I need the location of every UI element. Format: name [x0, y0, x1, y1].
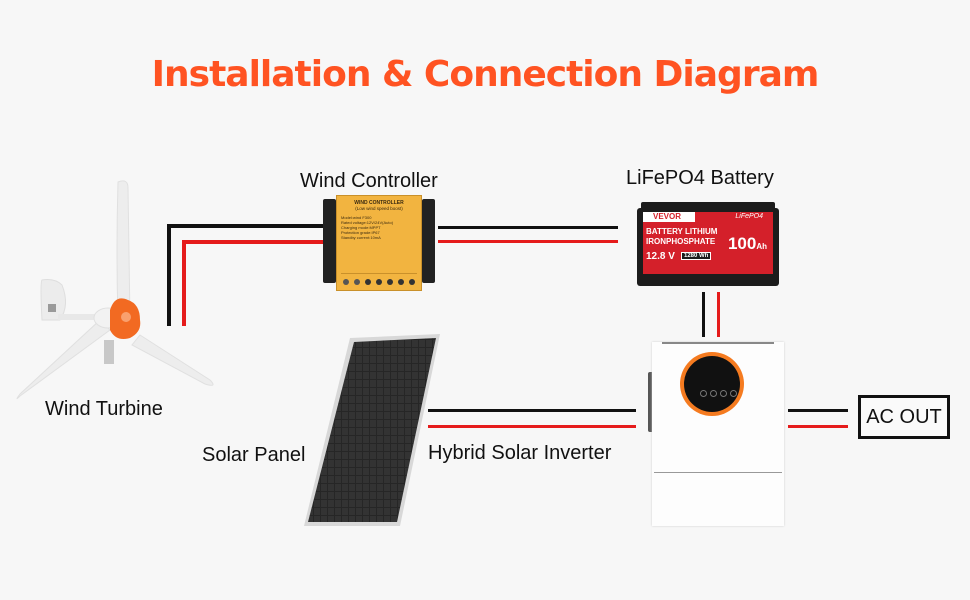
controller-spec: Rated voltage:12V/24V(Auto) — [341, 220, 394, 225]
wind-controller-image: WIND CONTROLLER (Low wind speed boost) M… — [323, 195, 435, 291]
tail-fin — [40, 279, 108, 321]
wire-turbine-negative-vertical — [167, 224, 171, 326]
wire-battery-inverter-negative — [702, 292, 705, 337]
inverter-display — [684, 356, 740, 412]
controller-mount-left — [323, 199, 336, 283]
controller-body: WIND CONTROLLER (Low wind speed boost) M… — [336, 195, 422, 291]
controller-title: WIND CONTROLLER — [354, 200, 404, 206]
mast-connector — [104, 340, 114, 364]
wind-turbine-image — [16, 180, 214, 400]
battery-energy: 1280 Wh — [681, 252, 712, 260]
inverter-label: Hybrid Solar Inverter — [428, 442, 612, 464]
blade-left — [16, 319, 111, 400]
battery-capacity-value: 100 — [727, 234, 757, 253]
battery-image: VEVOR LiFePO4 BATTERY LITHIUM IRONPHOSPH… — [637, 202, 779, 286]
wind-controller-label: Wind Controller — [300, 170, 438, 192]
ac-out-box: AC OUT — [858, 395, 950, 439]
battery-line1: BATTERY LITHIUM — [646, 227, 718, 236]
controller-mount-right — [422, 199, 435, 283]
controller-spec: Model:wind F300 — [341, 215, 372, 220]
controller-subtitle: (Low wind speed boost) — [355, 206, 403, 211]
diagram-title: Installation & Connection Diagram — [151, 54, 820, 95]
solar-panel-label: Solar Panel — [202, 444, 306, 466]
blade-right — [131, 334, 214, 386]
battery-capacity: 100Ah — [728, 234, 767, 254]
wire-ac-out-positive — [788, 425, 848, 428]
wire-solar-inverter-positive — [428, 425, 636, 428]
ac-out-label: AC OUT — [866, 405, 942, 428]
battery-voltage: 12.8 V — [646, 251, 675, 262]
inverter-display-ring — [680, 352, 744, 416]
controller-spec: Standby current:10mA — [341, 235, 381, 240]
wire-solar-inverter-negative — [428, 409, 636, 412]
wire-controller-battery-positive — [438, 240, 618, 243]
wire-ac-out-negative — [788, 409, 848, 412]
wind-turbine-label: Wind Turbine — [45, 398, 163, 420]
wire-turbine-positive-vertical — [182, 240, 186, 326]
wire-controller-battery-negative — [438, 226, 618, 229]
battery-chemistry: LiFePO4 — [735, 213, 763, 220]
battery-capacity-unit: Ah — [756, 242, 767, 251]
controller-spec: Charging mode:MPPT — [341, 225, 381, 230]
solar-panel-image — [304, 334, 440, 526]
battery-body: VEVOR LiFePO4 BATTERY LITHIUM IRONPHOSPH… — [637, 208, 779, 286]
inverter-image — [648, 342, 786, 528]
battery-label: LiFePO4 Battery — [626, 167, 774, 189]
battery-line2: IRONPHOSPHATE — [646, 237, 716, 246]
inverter-body — [652, 342, 784, 526]
wire-battery-inverter-positive — [717, 292, 720, 337]
controller-terminals — [343, 279, 415, 285]
controller-spec: Protection grade:IP67 — [341, 230, 380, 235]
wire-turbine-negative-horizontal — [167, 224, 323, 228]
wire-turbine-positive-horizontal — [182, 240, 323, 244]
battery-brand: VEVOR — [653, 212, 682, 221]
